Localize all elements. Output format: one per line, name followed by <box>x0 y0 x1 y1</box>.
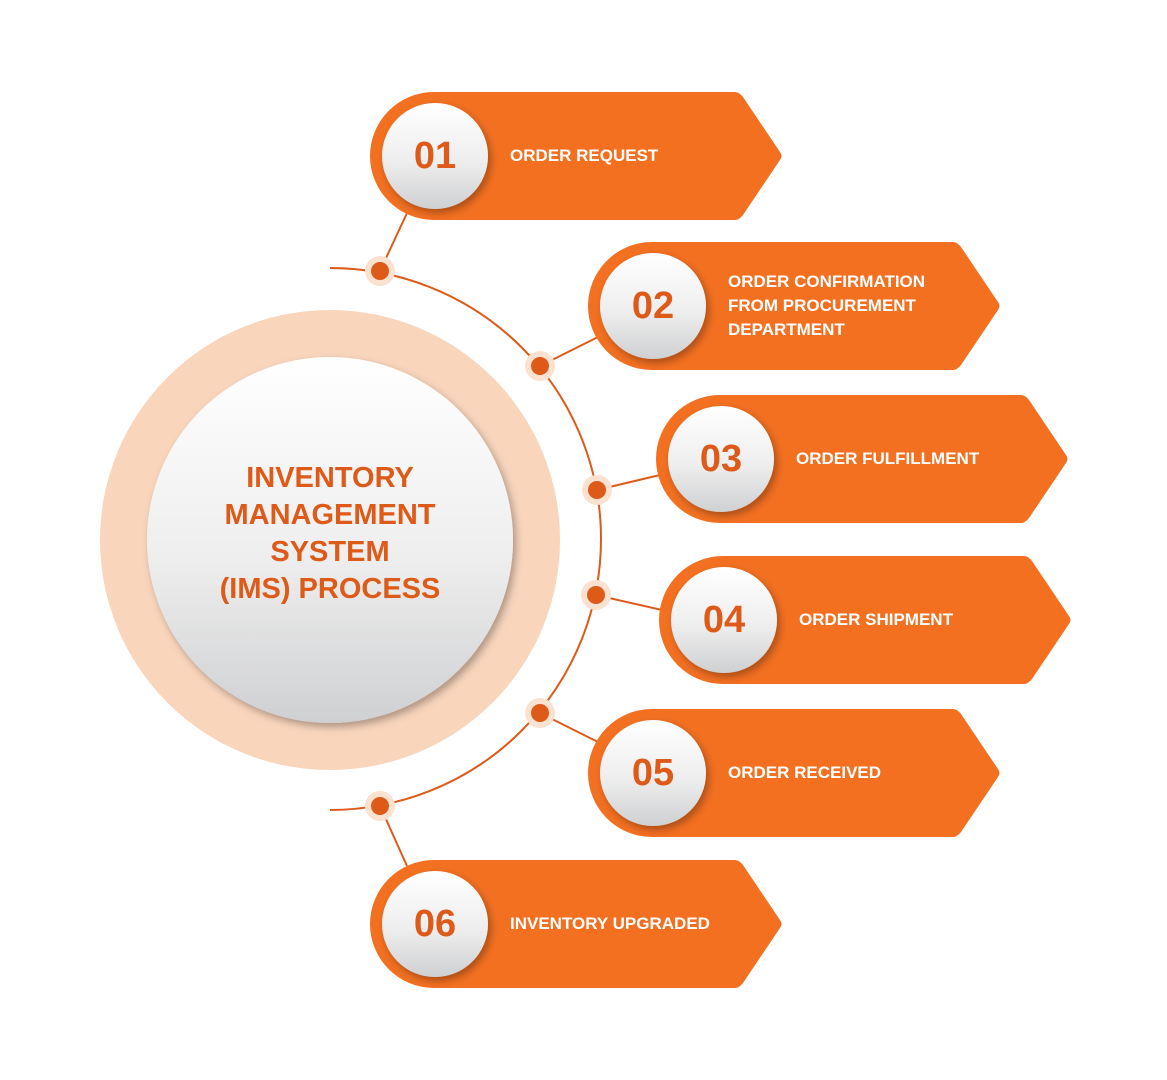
timeline-dot <box>371 262 389 280</box>
step-number: 02 <box>631 285 675 327</box>
step-number: 03 <box>699 438 743 480</box>
step-number: 06 <box>413 903 457 945</box>
timeline-dot <box>587 586 605 604</box>
timeline-arc <box>329 267 602 811</box>
timeline-dot <box>531 357 549 375</box>
timeline-dot <box>371 797 389 815</box>
step-number-badge <box>671 567 777 673</box>
title-line: MANAGEMENT <box>224 499 436 531</box>
step-number: 01 <box>413 135 457 177</box>
title-line: (IMS) PROCESS <box>219 573 441 605</box>
step-number-badge <box>600 720 706 826</box>
step-number-badge <box>382 871 488 977</box>
center-circle <box>147 357 513 723</box>
step-label: ORDER CONFIRMATION FROM PROCUREMENT DEPA… <box>728 272 926 339</box>
center-title: INVENTORY MANAGEMENT SYSTEM (IMS) PROCES… <box>180 460 480 608</box>
step-number-badge <box>382 103 488 209</box>
step-label: ORDER RECEIVED <box>728 763 882 782</box>
timeline-dot <box>588 481 606 499</box>
step-number: 05 <box>631 752 675 794</box>
step-label: INVENTORY UPGRADED <box>510 914 710 933</box>
step-label: ORDER FULFILLMENT <box>796 449 980 468</box>
step-label: ORDER SHIPMENT <box>799 610 953 629</box>
title-line: SYSTEM <box>270 536 390 568</box>
timeline-dot <box>531 704 549 722</box>
step-number-badge <box>600 253 706 359</box>
step-label: ORDER REQUEST <box>510 146 659 165</box>
title-line: INVENTORY <box>246 462 414 494</box>
step-number-badge <box>668 406 774 512</box>
step-number: 04 <box>702 599 746 641</box>
